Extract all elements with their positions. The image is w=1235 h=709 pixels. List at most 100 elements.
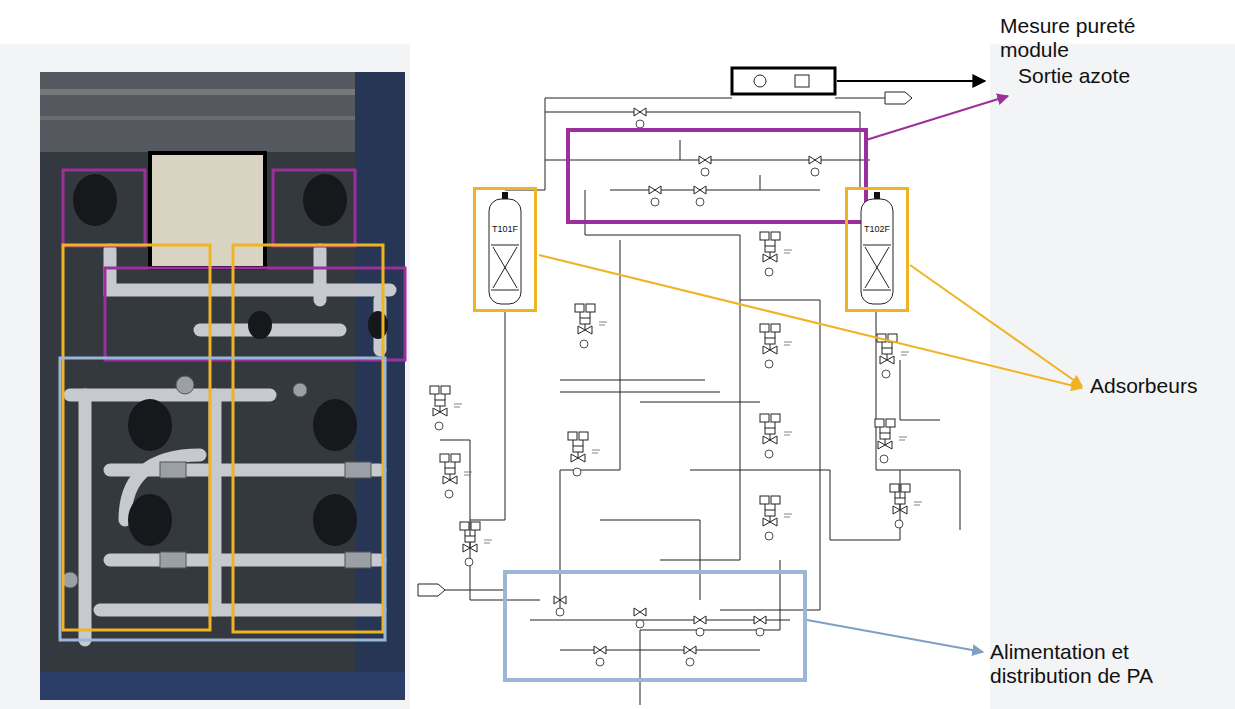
callout-label: Alimentation et distribution de PA: [990, 640, 1190, 688]
filter: [160, 462, 186, 478]
leader-line: [866, 96, 1008, 140]
blue-zone: [505, 572, 805, 680]
process-line: [560, 380, 760, 402]
yellow-zone: [233, 245, 383, 632]
blue-zone: [60, 358, 385, 640]
valve-actuator: [313, 399, 357, 451]
tank-tag: T102F: [863, 224, 891, 235]
outlet-symbol: [885, 92, 912, 104]
callout-label: Adsorbeurs: [1090, 374, 1230, 398]
text-holder: T102F: [848, 218, 906, 236]
valve: [809, 156, 821, 176]
valve-cluster: [877, 334, 909, 378]
purple-zone: [63, 170, 145, 246]
process-lines: [440, 98, 960, 705]
purple-zone: [273, 170, 355, 246]
process-line: [440, 590, 505, 591]
valve: [594, 646, 606, 666]
valve-cluster: [760, 414, 792, 458]
leader-line: [807, 620, 983, 652]
schematic-ground: [410, 40, 990, 709]
valve: [554, 596, 566, 616]
tank-body: [489, 199, 521, 304]
purple-zone: [568, 130, 866, 222]
photo-zones: [60, 170, 405, 640]
tank-nozzle: [502, 192, 508, 199]
process-line: [690, 470, 900, 540]
process-line: [900, 360, 940, 420]
valve-cluster: [760, 496, 792, 540]
process-line: [720, 300, 820, 610]
valve: [694, 186, 706, 206]
pipe: [110, 554, 380, 567]
pipework: [70, 250, 390, 640]
valve-actuator: [248, 311, 272, 339]
process-line: [600, 520, 700, 600]
valve: [684, 646, 696, 666]
process-line: [545, 98, 732, 99]
process-line: [530, 620, 790, 650]
process-line: [876, 312, 960, 530]
valve-cluster: [440, 454, 472, 498]
pipe: [70, 389, 270, 402]
gauge: [176, 376, 194, 394]
leader-line: [837, 80, 985, 82]
tank-symbol: [848, 190, 912, 315]
pipe: [100, 604, 380, 617]
process-line: [470, 312, 540, 600]
valve-actuator: [313, 494, 357, 546]
control-cabinet: [150, 153, 265, 268]
valve: [754, 616, 766, 636]
pipe: [79, 395, 92, 640]
schematic-zones: [505, 130, 866, 680]
process-line: [680, 140, 760, 190]
analyser-symbol: [795, 75, 809, 87]
valve-cluster: [430, 386, 462, 430]
fittings: [62, 376, 371, 588]
valve-cluster: [760, 232, 792, 276]
valve: [634, 608, 646, 628]
callout-label: Mesure pureté module: [1000, 14, 1160, 62]
tank-body: [861, 199, 893, 304]
valve-cluster: [460, 522, 492, 566]
valve-cluster: [875, 419, 907, 463]
ceiling: [40, 72, 405, 152]
valve-cluster: [890, 484, 922, 528]
photo-ground: [40, 72, 405, 700]
adsorber-box: T102F: [845, 187, 909, 312]
callout-label: Sortie azote: [1018, 64, 1198, 88]
purity-module: [732, 68, 835, 94]
leader-line: [539, 255, 1082, 388]
single-valves: [554, 108, 821, 666]
tank-symbol: [476, 190, 540, 315]
process-line: [610, 190, 820, 191]
filter: [345, 552, 371, 568]
analyser-symbol: [754, 75, 766, 87]
process-line: [560, 240, 620, 610]
process-line: [505, 98, 545, 190]
process-line: [835, 98, 885, 99]
base-pipe: [40, 672, 405, 700]
valve-actuator: [303, 174, 347, 226]
yellow-zone: [63, 245, 210, 630]
purple-zone: [105, 268, 405, 360]
valve-actuator: [73, 174, 117, 226]
valve: [649, 186, 661, 206]
process-line: [640, 630, 641, 705]
tank-bed: [491, 245, 519, 290]
tank-nozzle: [874, 192, 880, 199]
adsorber-box: T101F: [473, 187, 537, 312]
valve: [634, 108, 646, 128]
tank-bed: [863, 245, 891, 290]
leader-line: [910, 265, 1082, 386]
inlet-symbol: [418, 584, 445, 596]
filter: [345, 462, 371, 478]
tank-tag: T101F: [491, 224, 519, 235]
valve-cluster: [575, 304, 607, 348]
valve: [699, 156, 711, 176]
ceiling-pipe: [40, 89, 405, 95]
